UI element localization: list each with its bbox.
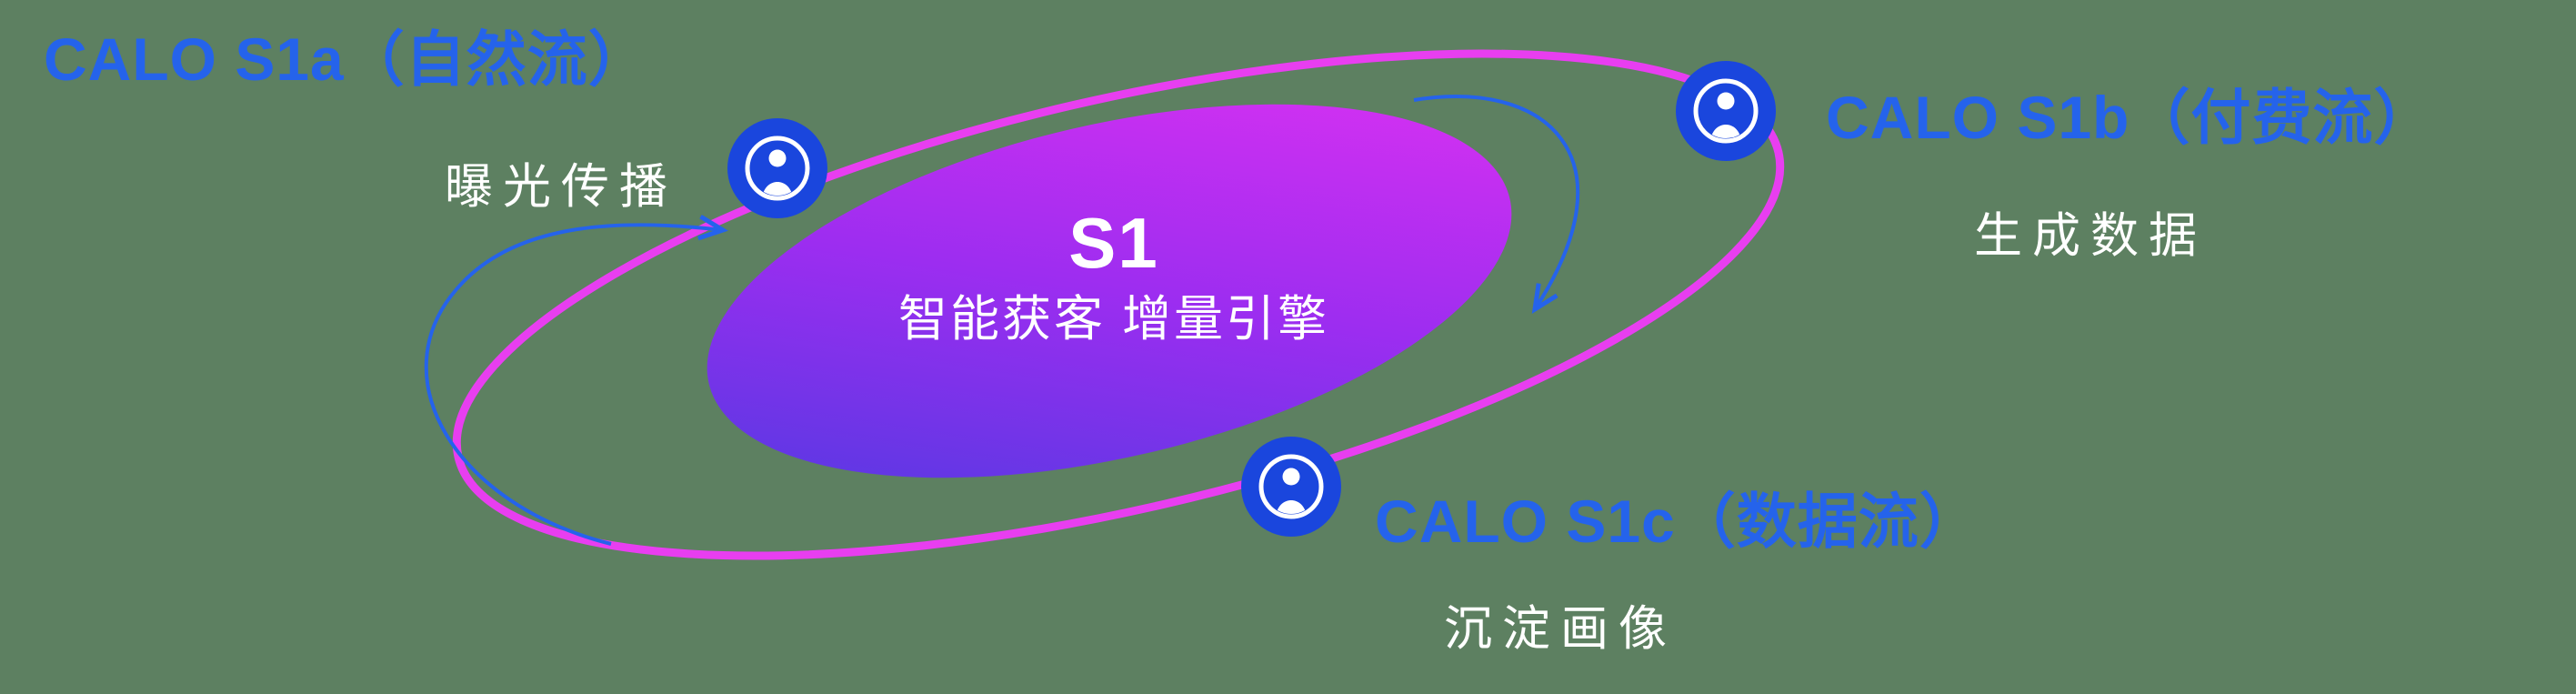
cycle-arrow-left bbox=[424, 225, 723, 546]
s1c-subtitle-label: 沉淀画像 bbox=[1444, 602, 1677, 656]
core-title: S1 bbox=[1068, 203, 1159, 283]
cycle-arrow-right bbox=[1413, 95, 1580, 309]
core-label-group: S1 智能获客 增量引擎 bbox=[841, 204, 1387, 347]
s1c-title-label: CALO S1c（数据流） bbox=[1375, 488, 1980, 555]
core-gradient-ellipse bbox=[707, 104, 1512, 478]
orbit-ellipse bbox=[452, 49, 1785, 560]
s1a-title-label: CALO S1a（自然流） bbox=[44, 25, 649, 93]
s1b-title-label: CALO S1b（付费流） bbox=[1826, 84, 2435, 151]
s1b-subtitle-label: 生成数据 bbox=[1974, 209, 2207, 263]
s1a-subtitle-label: 曝光传播 bbox=[445, 160, 677, 214]
s1b-user-icon bbox=[1676, 61, 1776, 161]
s1c-user-icon bbox=[1241, 437, 1341, 537]
core-subtitle: 智能获客 增量引擎 bbox=[897, 292, 1329, 347]
